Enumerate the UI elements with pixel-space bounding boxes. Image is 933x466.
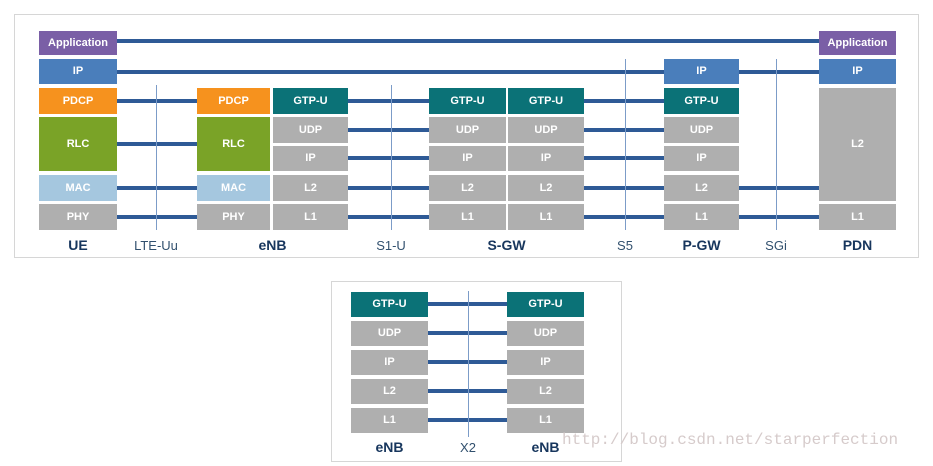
sgi-label: SGi xyxy=(765,238,787,253)
sgw-left-gtpu-block: GTP-U xyxy=(429,88,506,114)
x2-label: X2 xyxy=(460,440,476,455)
connector-line-application xyxy=(117,39,819,43)
x2-left-enb-udp-block: UDP xyxy=(351,321,428,346)
x2-right-enb-ip-block: IP xyxy=(507,350,584,375)
connector-line-rlc xyxy=(117,142,197,146)
interface-line-s5 xyxy=(625,59,626,230)
enb-l1-block: L1 xyxy=(273,204,348,230)
enb-phy-block: PHY xyxy=(197,204,270,230)
x2-left-enb-gtpu-block: GTP-U xyxy=(351,292,428,317)
pdn-application-block: Application xyxy=(819,31,896,55)
x2-right-enb-udp-block: UDP xyxy=(507,321,584,346)
pdn-ip-block: IP xyxy=(819,59,896,84)
watermark-text: http://blog.csdn.net/starperfection xyxy=(562,431,899,449)
ue-rlc-block: RLC xyxy=(39,117,117,171)
sgw-left-l2-block: L2 xyxy=(429,175,506,201)
ue-label: UE xyxy=(68,237,88,253)
connector-line-udp-1 xyxy=(348,128,429,132)
pdn-l1-block: L1 xyxy=(819,204,896,230)
pdn-l2-block: L2 xyxy=(819,88,896,201)
pgw-label: P-GW xyxy=(682,237,721,253)
pdn-label: PDN xyxy=(842,237,873,253)
enb-pdcp-block: PDCP xyxy=(197,88,270,114)
connector-line-gtpu-2 xyxy=(584,99,664,103)
sgw-left-ip-block: IP xyxy=(429,146,506,171)
s5-label: S5 xyxy=(617,238,633,253)
x2-left-enb-l2-block: L2 xyxy=(351,379,428,404)
ue-pdcp-block: PDCP xyxy=(39,88,117,114)
sgw-right-gtpu-block: GTP-U xyxy=(508,88,584,114)
connector-line-l1-3 xyxy=(739,215,819,219)
sgw-right-l1-block: L1 xyxy=(508,204,584,230)
connector-line-ip-left xyxy=(117,70,664,74)
connector-line-l1-1 xyxy=(348,215,429,219)
sgw-right-udp-block: UDP xyxy=(508,117,584,143)
enb-mac-block: MAC xyxy=(197,175,270,201)
connector-line-ipinner-2 xyxy=(584,156,664,160)
enb-rlc-block: RLC xyxy=(197,117,270,171)
connector-line-l1-2 xyxy=(584,215,664,219)
x2-right-enb-gtpu-block: GTP-U xyxy=(507,292,584,317)
ue-phy-block: PHY xyxy=(39,204,117,230)
sgw-right-l2-block: L2 xyxy=(508,175,584,201)
enb-label: eNB xyxy=(258,237,287,253)
interface-line-lte-uu xyxy=(156,85,157,230)
s1-u-label: S1-U xyxy=(376,238,406,253)
x2-connector-l2 xyxy=(428,389,507,393)
ue-ip-block: IP xyxy=(39,59,117,84)
x2-right-enb-l1-block: L1 xyxy=(507,408,584,433)
x2-connector-udp xyxy=(428,331,507,335)
ue-mac-block: MAC xyxy=(39,175,117,201)
x2-right-enb-label: eNB xyxy=(531,439,560,455)
connector-line-pdcp xyxy=(117,99,197,103)
pgw-ip-block: IP xyxy=(664,146,739,171)
interface-line-s1-u xyxy=(391,85,392,230)
connector-line-gtpu-1 xyxy=(348,99,429,103)
pgw-l2-block: L2 xyxy=(664,175,739,201)
pgw-udp-block: UDP xyxy=(664,117,739,143)
enb-gtpu-block: GTP-U xyxy=(273,88,348,114)
x2-stack-panel: GTP-U UDP IP L2 L1 GTP-U UDP IP L2 L1 eN… xyxy=(331,281,622,462)
connector-line-l2-1 xyxy=(348,186,429,190)
interface-line-sgi xyxy=(776,59,777,230)
user-plane-stack-panel: Application IP PDCP RLC MAC PHY PDCP RLC… xyxy=(14,14,919,258)
enb-l2-block: L2 xyxy=(273,175,348,201)
connector-line-ip-right xyxy=(739,70,819,74)
pgw-gtpu-block: GTP-U xyxy=(664,88,739,114)
connector-line-l2-3 xyxy=(739,186,819,190)
x2-connector-ip xyxy=(428,360,507,364)
interface-line-x2 xyxy=(468,291,469,437)
x2-left-enb-ip-block: IP xyxy=(351,350,428,375)
lte-uu-label: LTE-Uu xyxy=(134,238,178,253)
ue-application-block: Application xyxy=(39,31,117,55)
sgw-left-udp-block: UDP xyxy=(429,117,506,143)
pgw-ip-top-block: IP xyxy=(664,59,739,84)
x2-connector-l1 xyxy=(428,418,507,422)
x2-right-enb-l2-block: L2 xyxy=(507,379,584,404)
pgw-l1-block: L1 xyxy=(664,204,739,230)
enb-udp-block: UDP xyxy=(273,117,348,143)
enb-ip-block: IP xyxy=(273,146,348,171)
x2-connector-gtpu xyxy=(428,302,507,306)
connector-line-l2-2 xyxy=(584,186,664,190)
connector-line-ipinner-1 xyxy=(348,156,429,160)
connector-line-udp-2 xyxy=(584,128,664,132)
x2-left-enb-l1-block: L1 xyxy=(351,408,428,433)
connector-line-phy xyxy=(117,215,197,219)
x2-left-enb-label: eNB xyxy=(375,439,404,455)
connector-line-mac xyxy=(117,186,197,190)
sgw-left-l1-block: L1 xyxy=(429,204,506,230)
sgw-label: S-GW xyxy=(487,237,526,253)
sgw-right-ip-block: IP xyxy=(508,146,584,171)
